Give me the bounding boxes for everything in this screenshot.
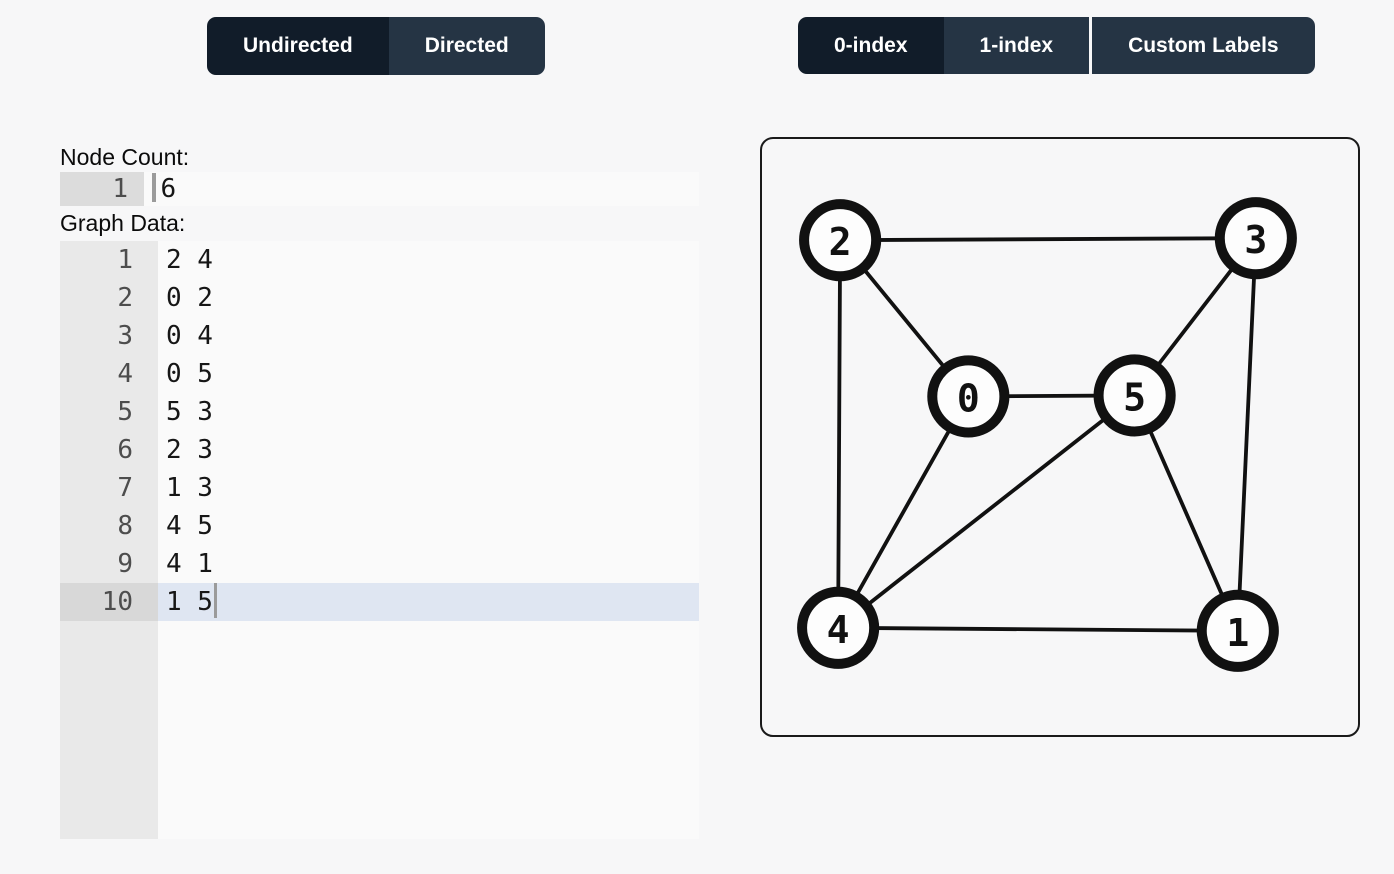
line-text: 1 5 [166, 587, 213, 617]
text-cursor [213, 583, 218, 618]
node-count-label: Node Count: [60, 144, 190, 170]
editor-line[interactable]: 2 0 2 [60, 279, 699, 317]
graph-edge [838, 236, 1258, 243]
graph-edge [836, 393, 1137, 630]
node-circle[interactable] [1214, 197, 1297, 280]
line-number: 7 [117, 473, 133, 503]
node-label: 5 [1123, 375, 1146, 419]
graph-node[interactable]: 0 [927, 355, 1010, 438]
code-line[interactable]: 2 4 [158, 241, 699, 279]
node-label: 1 [1226, 611, 1249, 655]
editor-line[interactable]: 6 2 3 [60, 431, 699, 469]
text-cursor [152, 173, 156, 202]
graph-edge [836, 394, 971, 630]
node-label: 2 [829, 220, 852, 264]
node-circle[interactable] [799, 199, 882, 282]
code-line[interactable]: 5 3 [158, 393, 699, 431]
code-line[interactable]: 2 3 [158, 431, 699, 469]
editor-line[interactable]: 7 1 3 [60, 469, 699, 507]
editor-line[interactable]: 8 4 5 [60, 507, 699, 545]
line-text: 0 5 [166, 359, 213, 389]
line-text: 5 3 [166, 397, 213, 427]
graph-node[interactable]: 5 [1093, 354, 1176, 437]
toggle-option-undirected[interactable]: Undirected [207, 17, 389, 75]
line-number: 5 [117, 397, 133, 427]
line-text: 4 1 [166, 549, 213, 579]
toggle-option-1-index[interactable]: 1-index [943, 17, 1090, 74]
graph-data-editor[interactable]: 1 2 4 2 0 2 3 0 4 4 0 5 5 5 3 6 2 3 7 1 3 8 4 5 9 4 1 10 1 … [60, 241, 699, 839]
line-text: 6 [160, 174, 177, 204]
line-number: 9 [117, 549, 133, 579]
node-circle[interactable] [927, 355, 1010, 438]
line-number: 4 [117, 359, 133, 389]
graph-edge [836, 238, 843, 630]
line-text: 4 5 [166, 511, 213, 541]
line-text: 2 3 [166, 435, 213, 465]
line-number-gutter [60, 241, 158, 839]
line-number: 1 [117, 245, 133, 275]
graph-canvas[interactable]: 2 3 0 5 4 1 [760, 137, 1360, 737]
node-label: 4 [827, 608, 850, 652]
node-circle[interactable] [1093, 354, 1176, 437]
code-line[interactable]: 0 2 [158, 279, 699, 317]
code-line[interactable]: 0 5 [158, 355, 699, 393]
editor-line[interactable]: 5 5 3 [60, 393, 699, 431]
editor-line[interactable]: 4 0 5 [60, 355, 699, 393]
line-text: 0 2 [166, 283, 213, 313]
line-number: 3 [117, 321, 133, 351]
graph-edge [836, 625, 1240, 633]
line-number: 8 [117, 511, 133, 541]
node-circle[interactable] [1196, 589, 1279, 672]
line-text: 1 3 [166, 473, 213, 503]
editor-line[interactable]: 10 1 5 [60, 583, 699, 621]
node-label: 0 [957, 376, 980, 420]
editor-line[interactable]: 3 0 4 [60, 317, 699, 355]
graph-node[interactable]: 2 [799, 199, 882, 282]
graph-data-label: Graph Data: [60, 210, 186, 236]
line-text: 0 4 [166, 321, 213, 351]
toggle-option-0-index[interactable]: 0-index [798, 17, 944, 74]
node-label: 3 [1244, 218, 1267, 262]
code-line[interactable]: 1 3 [158, 469, 699, 507]
line-number: 6 [117, 435, 133, 465]
line-number: 10 [60, 583, 158, 621]
code-line[interactable]: 6 [144, 172, 699, 206]
code-line[interactable]: 1 5 [158, 583, 699, 621]
editor-line[interactable]: 1 2 4 [60, 241, 699, 279]
graph-node[interactable]: 4 [797, 586, 880, 669]
line-text: 2 4 [166, 245, 213, 275]
graph-node[interactable]: 3 [1214, 197, 1297, 280]
toggle-option-custom-labels[interactable]: Custom Labels [1089, 17, 1315, 74]
graph-edge [1132, 393, 1240, 633]
graph-svg: 2 3 0 5 4 1 [797, 197, 1297, 672]
graph-edge [1235, 236, 1258, 633]
code-line[interactable]: 0 4 [158, 317, 699, 355]
editor-line[interactable]: 9 4 1 [60, 545, 699, 583]
code-line[interactable]: 4 1 [158, 545, 699, 583]
line-number: 2 [117, 283, 133, 313]
line-number: 1 [60, 172, 144, 206]
graph-node[interactable]: 1 [1196, 589, 1279, 672]
toggle-option-directed[interactable]: Directed [388, 17, 545, 75]
code-line[interactable]: 4 5 [158, 507, 699, 545]
node-circle[interactable] [797, 586, 880, 669]
